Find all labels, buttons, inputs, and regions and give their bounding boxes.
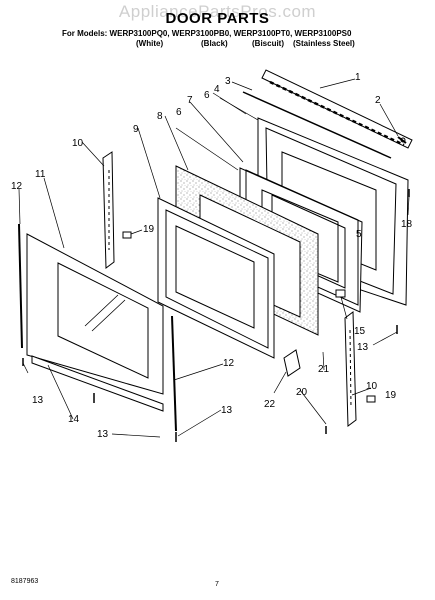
watermark: AppliancePartsPros.com bbox=[118, 2, 317, 21]
colour-stainless-steel: (Stainless Steel) bbox=[293, 39, 355, 48]
model-list: For Models: WERP3100PQ0, WERP3100PB0, WE… bbox=[62, 29, 352, 38]
outer-door-glass bbox=[26, 233, 164, 395]
inner-glass-frame bbox=[157, 197, 275, 359]
callout-12-left: 12 bbox=[11, 181, 23, 192]
callout-21: 21 bbox=[318, 364, 330, 375]
bottom-trim-part bbox=[31, 355, 164, 412]
callout-10-left: 10 bbox=[72, 138, 84, 149]
callout-18: 18 bbox=[401, 219, 413, 230]
callout-2: 2 bbox=[375, 95, 381, 106]
callout-4: 4 bbox=[214, 84, 220, 95]
left-trim-strip-part bbox=[18, 223, 23, 349]
right-hinge-part bbox=[344, 311, 357, 427]
screw-set bbox=[22, 189, 410, 442]
bracket-clip-part bbox=[335, 289, 346, 298]
right-trim-strip-part bbox=[171, 315, 177, 432]
page-title: DOOR PARTS bbox=[165, 10, 270, 27]
colour-biscuit: (Biscuit) bbox=[252, 39, 284, 48]
left-hinge-part bbox=[102, 151, 115, 269]
callout-13-bottom: 13 bbox=[97, 429, 109, 440]
callout-13-right-upper: 13 bbox=[357, 342, 369, 353]
callout-15: 15 bbox=[354, 326, 366, 337]
callout-5: 5 bbox=[356, 229, 362, 240]
callout-10-right: 10 bbox=[366, 381, 378, 392]
callout-6-lower: 6 bbox=[176, 107, 182, 118]
top-trim-part bbox=[261, 69, 413, 149]
callout-19-right: 19 bbox=[385, 390, 397, 401]
callout-6-upper: 6 bbox=[204, 90, 210, 101]
callout-7: 7 bbox=[187, 95, 193, 106]
callout-11: 11 bbox=[35, 169, 46, 180]
colour-black: (Black) bbox=[201, 39, 228, 48]
callout-3: 3 bbox=[225, 76, 231, 87]
top-strip-part bbox=[242, 91, 392, 159]
top-screw-part bbox=[397, 136, 407, 144]
callout-19-left: 19 bbox=[143, 224, 155, 235]
callout-8: 8 bbox=[157, 111, 163, 122]
callout-20: 20 bbox=[296, 387, 308, 398]
callout-12-right: 12 bbox=[223, 358, 235, 369]
hinge-bracket-part bbox=[283, 349, 301, 377]
callout-1: 1 bbox=[355, 72, 361, 83]
callout-13-right-lower: 13 bbox=[221, 405, 233, 416]
callout-14: 14 bbox=[68, 414, 80, 425]
page-number: 7 bbox=[215, 581, 219, 588]
callout-13-left: 13 bbox=[32, 395, 44, 406]
callout-22: 22 bbox=[264, 399, 276, 410]
document-number: 8187963 bbox=[11, 578, 39, 585]
colour-white: (White) bbox=[136, 39, 164, 48]
left-clip-part bbox=[122, 231, 132, 239]
right-clip-part bbox=[366, 395, 376, 403]
callout-9: 9 bbox=[133, 124, 139, 135]
